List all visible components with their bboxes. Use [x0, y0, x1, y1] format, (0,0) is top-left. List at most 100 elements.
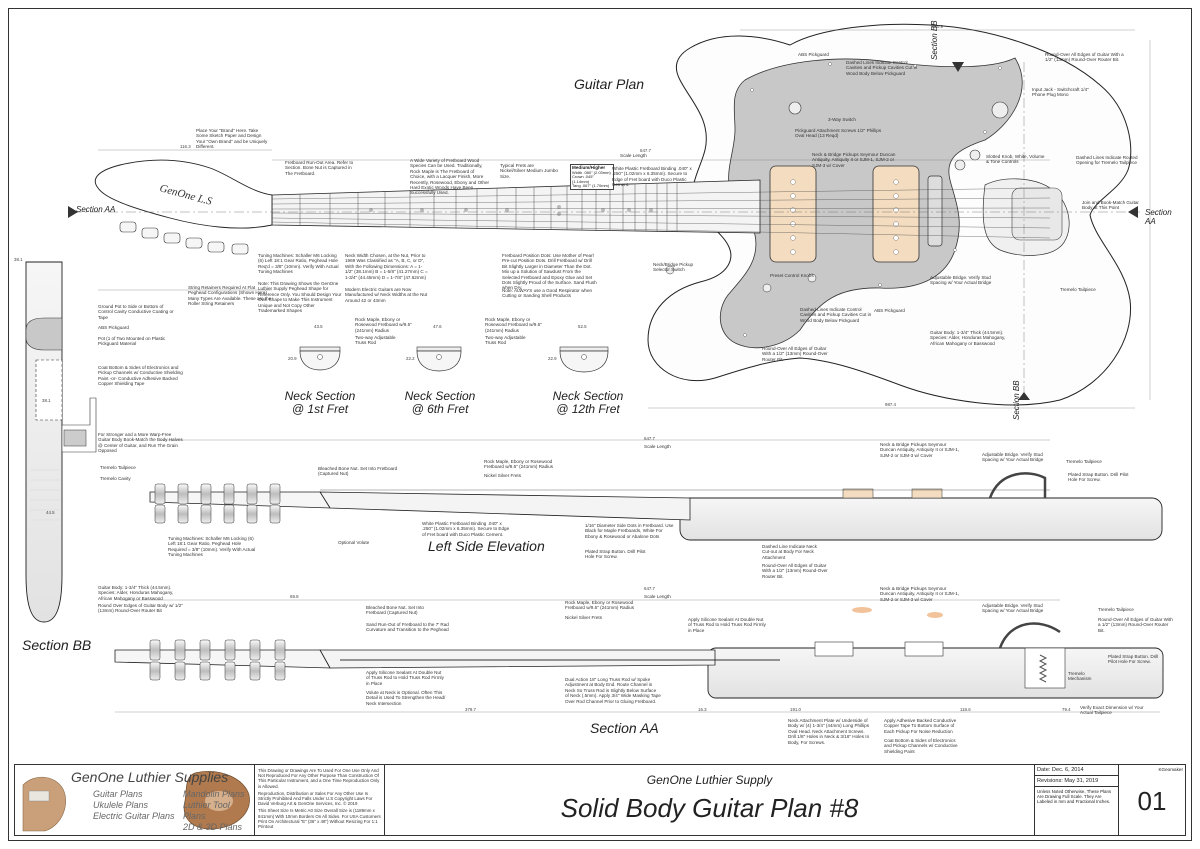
title-block-main: GenOne Luthier Supply Solid Body Guitar … — [385, 765, 1035, 835]
dim-neck-12th-height: 22.9 — [548, 356, 557, 361]
note-dual-action: Dual Action 18" Long Truss Rod w/ Spoke … — [565, 677, 661, 704]
note-ground-pot: Ground Pot to Side or Bottom of Control … — [98, 304, 174, 320]
switch-3way — [788, 101, 802, 115]
preset-knob-2 — [807, 273, 817, 283]
note-brand-name: Place Your "Brand" Here. Take Some Sketc… — [196, 128, 268, 150]
logo-left-3: Electric Guitar Plans — [93, 811, 175, 821]
logo-left-2: Ukulele Plans — [93, 800, 149, 810]
dim-peghead-width: 116.3 — [180, 144, 191, 149]
note-guitar-body-species: Guitar Body: 1-3/4" Thick (44.5mm). Spec… — [930, 330, 1006, 346]
neck-section-12th — [559, 346, 609, 373]
note-abs-pickguard-bb: ABS Pickguard — [98, 325, 129, 330]
title-block-sheet: KGeomaker 01 — [1119, 765, 1185, 835]
note-pickguard-screws: Pickguard Attachment Screws 1/2" Phillip… — [795, 128, 882, 139]
note-dashed-tailpiece: Dashed Lines Indicate Routed Opening for… — [1076, 155, 1138, 166]
elev-tuners — [154, 483, 281, 524]
title-block-disclaimer: This Drawing or Drawings Are To Used For… — [255, 765, 385, 835]
strings-plan — [271, 187, 1051, 239]
frets-plan — [299, 183, 678, 232]
neck-section-1st-title: Neck Section@ 1st Fret — [284, 389, 356, 416]
section-bb-marker-bottom: Section BB — [1012, 380, 1021, 420]
note-guitar-body-bb: Guitar Body: 1-3/4" Thick (44.5mm). Spec… — [98, 585, 174, 601]
note-scale-length-plan: Scale Length — [620, 153, 647, 158]
note-roundover-bb: Round Over Edges of Guitar Body w/ 1/2" … — [98, 603, 183, 614]
drawing-border — [8, 8, 1192, 841]
dim-neck-length-aa: 379.7 — [465, 707, 476, 712]
plan-title: Solid Body Guitar Plan #8 — [560, 793, 859, 823]
neck-section-6th — [416, 346, 462, 372]
elev-neck — [319, 491, 691, 521]
note-modern-neck: Modern Electric Guitars are Now Manufact… — [345, 287, 428, 303]
note-sand-runout: Sand Run-Out of Fretboard to the 7' Rad … — [366, 622, 449, 633]
note-tremolo-elev: Tremelo Tailpiece — [1066, 459, 1102, 464]
note-binding-elev: White Plastic Fretboard Binding .040" x … — [422, 521, 510, 537]
note-plated-strap-elev: Plated Strap Button. Drill Pilot Hole Fo… — [585, 549, 646, 560]
note-abs-pickguard-low: ABS Pickguard — [874, 308, 905, 313]
supply-name: GenOne Luthier Supply — [646, 773, 773, 787]
note-optional-volute: Optional Volute — [338, 540, 370, 545]
dim-bb-top: 38.1 — [14, 257, 23, 262]
left-side-elevation — [149, 439, 1163, 541]
guitar-plan-view: GenOne L.S — [68, 23, 1151, 409]
note-silicone-1: Apply Silicone Sealant At Double Nut of … — [366, 670, 444, 686]
title-block: GenOne Luthier Supplies Guitar Plans Uku… — [14, 764, 1186, 836]
aa-tremolo-arm — [998, 622, 1061, 649]
note-roundover-low: Round-Over All Edges of Guitar With a 1/… — [762, 346, 828, 362]
logo-left-1: Guitar Plans — [93, 789, 143, 799]
dim-overall-length: 987.4 — [885, 402, 896, 407]
note-tremelo-cavity: Tremelo Cavity — [100, 476, 131, 481]
note-pot-mounted: Pot (1 of Two Mounted on Plastic Pickgua… — [98, 336, 166, 347]
section-marker-aa-right — [1128, 206, 1138, 218]
fret-size-badge: Medium/Higher Width .080" (2.03mm) Crown… — [570, 164, 614, 190]
dim-neck-1st-height: 20.9 — [288, 356, 297, 361]
note-strap-elev: Plated Strap Button. Drill Pilot Hole Fo… — [1068, 472, 1129, 483]
preset-knob-1 — [762, 283, 772, 293]
note-control-knobs: Preset Control Knobs — [770, 273, 814, 278]
position-dots-plan — [369, 205, 653, 216]
note-tuning-plan: Tuning Machines: Schaller M6 Locking (6)… — [258, 253, 339, 275]
note-dashed-control: Dashed Lines Indicate Control Cavities a… — [846, 60, 918, 76]
note-neck-plate: Neck Attachment Plate w/ Underside of Bo… — [788, 718, 870, 745]
title-block-logo: GenOne Luthier Supplies Guitar Plans Uku… — [15, 765, 255, 835]
aa-peach-1 — [852, 607, 872, 613]
note-pickups-plan: Neck & Bridge Pickups Seymour Duncan Ant… — [812, 152, 896, 168]
note-adjustable-bridge-plan: Adjustable Bridge. Verify Stud Spacing w… — [930, 275, 992, 286]
note-neck-radius-1: Rock Maple, Ebony or Rosewood Fretboard … — [355, 317, 412, 333]
note-knobs: Slotted Knob, White, Volume & Tone Contr… — [986, 154, 1045, 165]
dim-plan-width: 380.9 — [932, 24, 943, 29]
note-copper-tape: Apply Adhesive Backed Conductive Copper … — [884, 718, 957, 734]
aa-peach-2 — [927, 612, 943, 618]
bridge — [927, 175, 943, 247]
elev-tremolo — [988, 472, 1047, 499]
elev-pickups — [842, 488, 943, 499]
logo-art — [15, 765, 254, 835]
note-position-dots: Fretboard Position Dots: Use Mother of P… — [502, 253, 597, 291]
plan-dimension-lines — [98, 29, 1151, 409]
neck-section-6th-title: Neck Section@ 6th Fret — [404, 389, 476, 416]
note-tremelo-tailpiece-bb: Tremelo Tailpiece — [100, 465, 136, 470]
tuning-pegs-plan — [119, 221, 249, 255]
note-nickel-elev: Nickel Silver Frets — [484, 473, 522, 478]
note-selector: Neck/Bridge Pickup Selector Switch — [653, 262, 694, 273]
guitar-plan-title: Guitar Plan — [574, 76, 645, 92]
note-pickups-elev: Neck & Bridge Pickups Seymour Duncan Ant… — [880, 442, 960, 458]
neck-section-12th-title: Neck Section@ 12th Fret — [552, 389, 624, 416]
dim-scale-plan: 647.7 — [640, 148, 651, 153]
dim-bb-width: 38.1 — [42, 398, 51, 403]
note-binding-plan: White Plastic Fretboard Binding .040" x … — [612, 166, 692, 188]
section-marker-bb-bottom — [1018, 392, 1030, 400]
dim-aa-heel: 118.6 — [960, 707, 971, 712]
dim-aa-body: 191.0 — [790, 707, 801, 712]
note-side-dots: 1/16" Diameter Side Dots in Fretboard. U… — [585, 523, 674, 539]
section-bb-title: Section BB — [22, 637, 92, 653]
note-scale-length-elev: Scale Length — [644, 444, 671, 449]
note-nickel-aa: Nickel Silver Frets — [565, 615, 603, 620]
note-volute-aa: Volute at Neck is Optional. Often This D… — [366, 690, 446, 706]
note-coat-bottom-bb: Coat Bottom & Sides of Electronics and P… — [98, 365, 183, 387]
note-roundover-aa: Round-Over All Edges of Guitar With a 1/… — [1098, 617, 1173, 633]
neck-section-1st — [299, 346, 341, 371]
section-marker-aa-left — [68, 206, 78, 218]
logo-right-3: 2D & 3D Plans — [183, 822, 243, 832]
note-neck-widths: Neck Width Chosen, at the Nut, Prior to … — [345, 253, 428, 280]
